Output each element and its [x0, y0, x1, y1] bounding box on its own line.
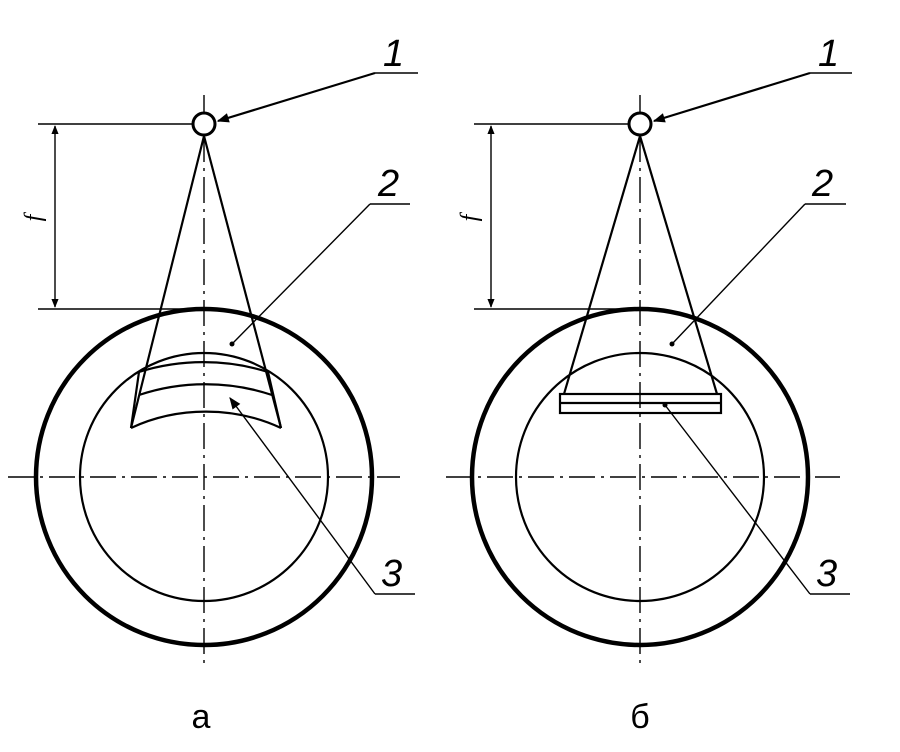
pipe-inner-wall-a: [78, 351, 330, 603]
callout-pipe-b: 2: [811, 163, 833, 205]
leader-dot-3-b: [662, 402, 668, 408]
panel-b: f 1 2 3 б: [446, 33, 852, 736]
leader-line-1-b: [652, 71, 811, 123]
pipe-inner-wall-b: [514, 351, 766, 603]
leader-line-2-b: [671, 203, 806, 345]
panel-caption-a: а: [192, 698, 211, 736]
callout-pipe-a: 2: [377, 163, 399, 205]
radiation-source-b: [627, 111, 653, 137]
panel-a: f 1 2 3 а: [8, 33, 418, 736]
callout-source-b: 1: [818, 33, 839, 75]
callout-film-b: 3: [816, 553, 837, 595]
film-inner-curve-a: [130, 410, 282, 429]
dimension-label-a: f: [21, 211, 47, 221]
film-cassette-outline-a: [129, 361, 283, 429]
leader-line-1-a: [216, 71, 376, 123]
dimension-label-b: f: [457, 211, 483, 221]
beam-edge-left-a: [129, 135, 206, 429]
callout-source-a: 1: [383, 33, 404, 75]
beam-edge-right-b: [638, 135, 719, 395]
leader-line-2-a: [231, 203, 371, 345]
film-middle-curve-a: [138, 383, 273, 397]
callout-film-a: 3: [381, 553, 402, 595]
leader-line-3-a: [229, 397, 376, 595]
leader-dot-2-a: [229, 341, 235, 347]
leader-dot-2-b: [669, 341, 675, 347]
radiation-source-a: [191, 111, 217, 137]
beam-edge-left-b: [562, 135, 642, 395]
beam-edge-right-a: [202, 135, 283, 429]
leader-line-3-b: [664, 404, 811, 595]
panel-caption-b: б: [630, 698, 649, 736]
